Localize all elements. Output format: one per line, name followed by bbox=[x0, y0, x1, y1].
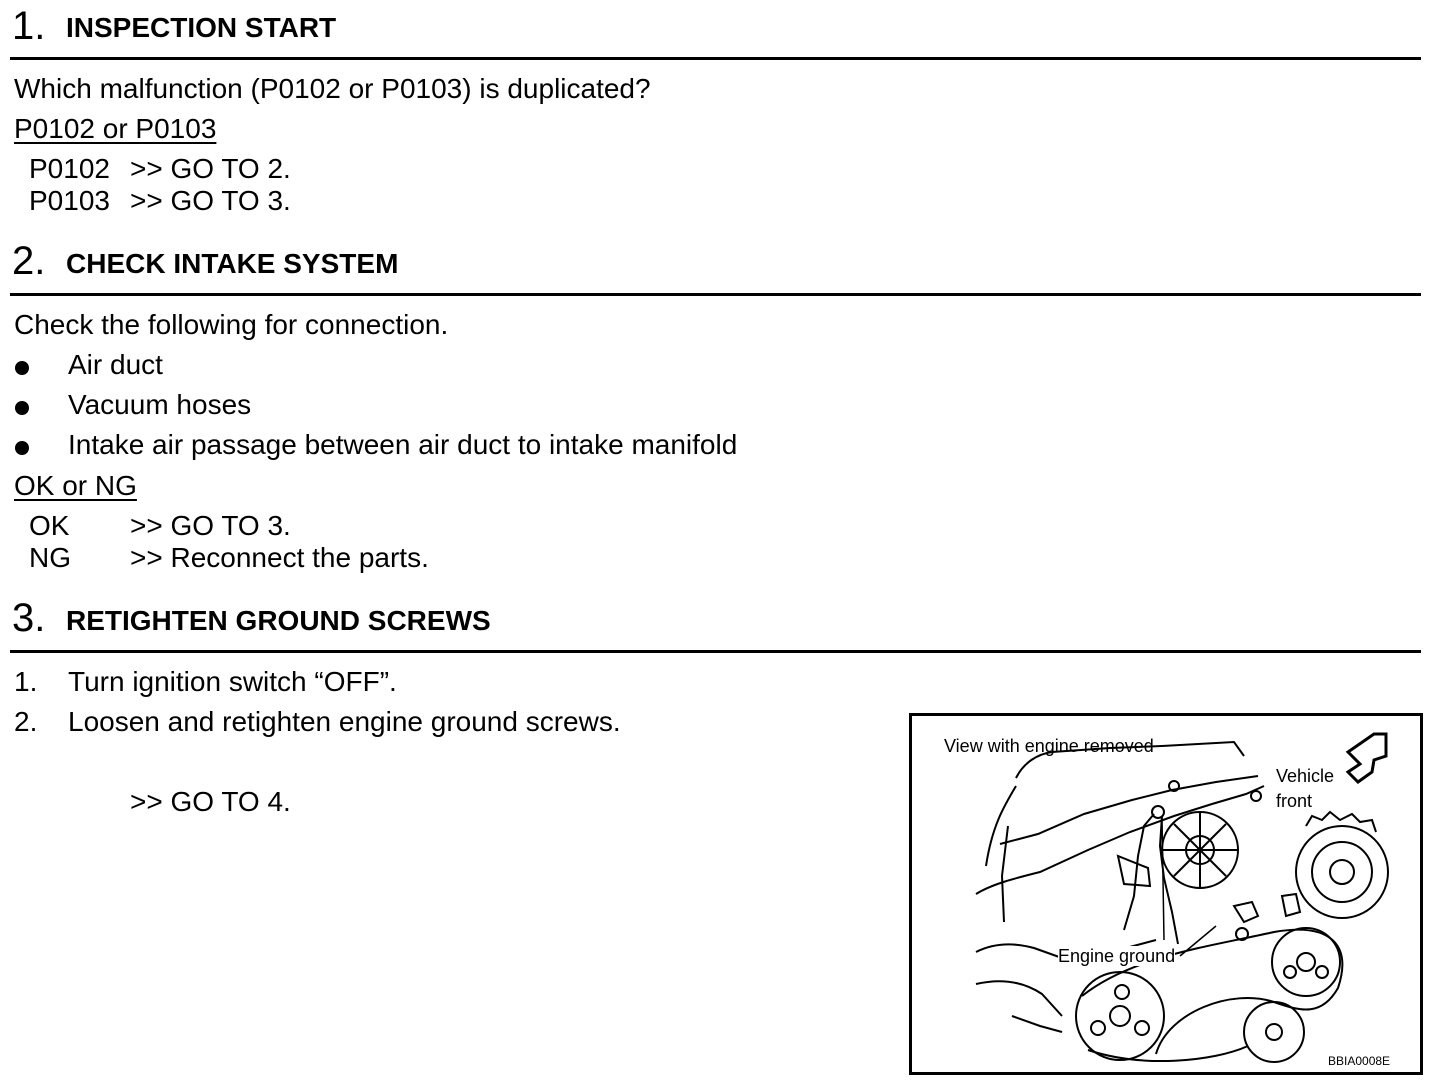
figure-label-front: front bbox=[1276, 791, 1313, 811]
step-2-rule bbox=[10, 293, 1421, 296]
step-1-result-key: P0103 bbox=[29, 185, 110, 216]
step-2-result-label: OK or NG bbox=[14, 470, 137, 501]
figure-label-vehicle: Vehicle bbox=[1276, 766, 1335, 786]
step-1-number: 1. bbox=[12, 4, 46, 48]
step-1-result-action: >> GO TO 2. bbox=[130, 153, 291, 184]
step-3-title: RETIGHTEN GROUND SCREWS bbox=[66, 605, 491, 636]
step-2-number: 2. bbox=[12, 239, 46, 283]
step-3-goto: >> GO TO 4. bbox=[130, 786, 291, 817]
bullet-item: Intake air passage between air duct to i… bbox=[68, 429, 738, 460]
engine-ground-figure: View with engine removed Vehicle front E… bbox=[909, 713, 1423, 1075]
bullet-dot bbox=[15, 401, 29, 415]
step-2-result-action: >> Reconnect the parts. bbox=[130, 542, 429, 573]
engine-illustration bbox=[975, 732, 1389, 1063]
step-1-result-label: P0102 or P0103 bbox=[14, 113, 217, 144]
step-1-title: INSPECTION START bbox=[66, 12, 337, 43]
bullet-dot bbox=[15, 361, 29, 375]
vehicle-front-arrow-icon bbox=[1345, 732, 1388, 784]
list-item-text: Loosen and retighten engine ground screw… bbox=[68, 706, 621, 737]
step-2-title: CHECK INTAKE SYSTEM bbox=[66, 248, 399, 279]
step-2-result-key: OK bbox=[29, 510, 70, 541]
bullet-item: Air duct bbox=[68, 349, 163, 380]
step-2-intro: Check the following for connection. bbox=[14, 309, 449, 340]
step-3-rule bbox=[10, 650, 1421, 653]
step-2-result-key: NG bbox=[29, 542, 71, 573]
bullet-dot bbox=[15, 441, 29, 455]
figure-code: BBIA0008E bbox=[1328, 1054, 1391, 1068]
step-2-result-action: >> GO TO 3. bbox=[130, 510, 291, 541]
list-item-number: 2. bbox=[14, 706, 38, 737]
figure-caption: View with engine removed bbox=[944, 736, 1154, 756]
step-1-result-action: >> GO TO 3. bbox=[130, 185, 291, 216]
figure-label-engine-ground: Engine ground bbox=[1058, 946, 1176, 966]
list-item-text: Turn ignition switch “OFF”. bbox=[68, 666, 397, 697]
step-1-result-key: P0102 bbox=[29, 153, 110, 184]
list-item-number: 1. bbox=[14, 666, 38, 697]
step-1-question: Which malfunction (P0102 or P0103) is du… bbox=[14, 73, 651, 104]
bullet-item: Vacuum hoses bbox=[68, 389, 252, 420]
step-1-rule bbox=[10, 57, 1421, 60]
step-3-number: 3. bbox=[12, 596, 46, 640]
